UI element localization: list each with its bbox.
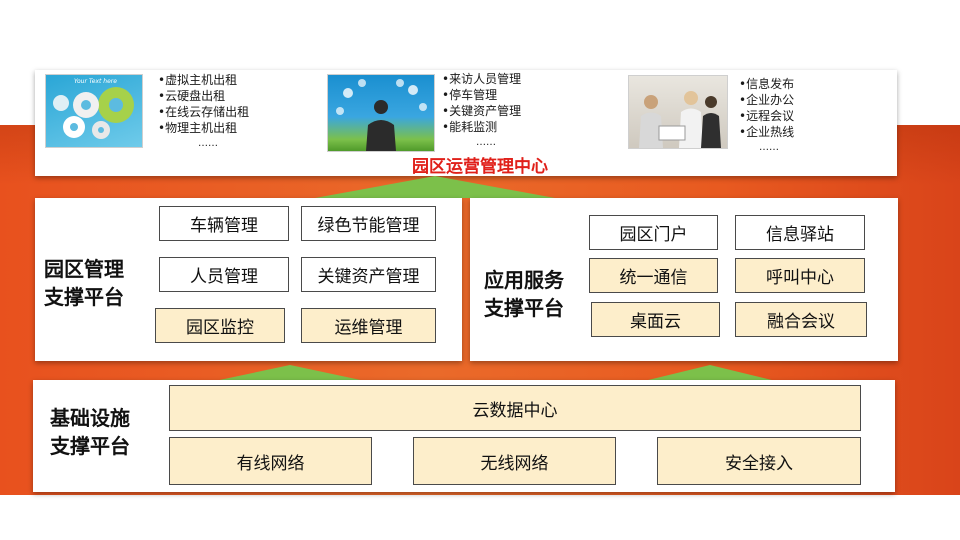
title-line: 支撑平台 <box>44 285 124 309</box>
panel-3-bullets: •信息发布 •企业办公 •远程会议 •企业热线 …… <box>739 76 794 156</box>
ops-management-box: 运维管理 <box>301 308 436 343</box>
meeting-people-icon <box>639 91 721 148</box>
park-monitoring-box: 园区监控 <box>155 308 285 343</box>
wired-network-box: 有线网络 <box>169 437 372 485</box>
park-portal-box: 园区门户 <box>589 215 718 250</box>
desktop-cloud-box: 桌面云 <box>591 302 720 337</box>
green-energy-management-box: 绿色节能管理 <box>301 206 436 241</box>
gears-illustration: Your Text here <box>45 74 143 148</box>
bullet-item: •云硬盘出租 <box>158 89 226 103</box>
bullet-item: •能耗监测 <box>442 120 498 134</box>
panel-2-bullets: •来访人员管理 •停车管理 •关键资产管理 •能耗监测 …… <box>442 71 521 151</box>
bullet-item: •远程会议 <box>739 109 795 123</box>
cloud-datacenter-box: 云数据中心 <box>169 385 861 431</box>
gears-icon <box>53 87 134 139</box>
secure-access-box: 安全接入 <box>657 437 861 485</box>
up-arrow-icon <box>210 365 370 382</box>
bullet-item: •物理主机出租 <box>158 121 238 135</box>
bullet-item: •关键资产管理 <box>442 104 522 118</box>
up-arrow-icon <box>315 176 555 198</box>
title-line: 支撑平台 <box>484 296 564 320</box>
gears-image-caption: Your Text here <box>74 78 117 85</box>
bullet-item: •在线云存储出租 <box>158 105 250 119</box>
info-station-box: 信息驿站 <box>735 215 865 250</box>
office-meeting-photo <box>628 75 728 149</box>
bullet-more: …… <box>198 138 218 149</box>
bullet-item: •停车管理 <box>442 88 498 102</box>
app-service-title: 应用服务 支撑平台 <box>484 266 564 322</box>
personnel-management-box: 人员管理 <box>159 257 289 292</box>
panel-1-bullets: •虚拟主机出租 •云硬盘出租 •在线云存储出租 •物理主机出租 …… <box>158 72 249 152</box>
infrastructure-title: 基础设施 支撑平台 <box>50 404 130 460</box>
wireless-network-box: 无线网络 <box>413 437 616 485</box>
bullet-item: •虚拟主机出租 <box>158 73 238 87</box>
up-arrow-icon <box>640 365 780 382</box>
businessman-icon <box>336 79 427 151</box>
call-center-box: 呼叫中心 <box>735 258 865 293</box>
title-line: 支撑平台 <box>50 434 130 458</box>
vehicle-management-box: 车辆管理 <box>159 206 289 241</box>
title-line: 园区管理 <box>44 257 124 281</box>
bullet-item: •信息发布 <box>739 77 795 91</box>
operations-center-card <box>35 70 897 176</box>
businessman-network-illustration <box>327 74 435 152</box>
bullet-more: …… <box>476 137 496 148</box>
operations-center-title: 园区运营管理中心 <box>412 157 548 177</box>
park-management-title: 园区管理 支撑平台 <box>44 255 124 311</box>
bullet-item: •企业办公 <box>739 93 795 107</box>
bullet-more: …… <box>759 142 779 153</box>
bullet-item: •来访人员管理 <box>442 72 522 86</box>
fusion-meeting-box: 融合会议 <box>735 302 867 337</box>
title-line: 基础设施 <box>50 406 130 430</box>
title-line: 应用服务 <box>484 268 564 292</box>
bullet-item: •企业热线 <box>739 125 795 139</box>
key-asset-management-box: 关键资产管理 <box>301 257 436 292</box>
unified-communication-box: 统一通信 <box>589 258 718 293</box>
